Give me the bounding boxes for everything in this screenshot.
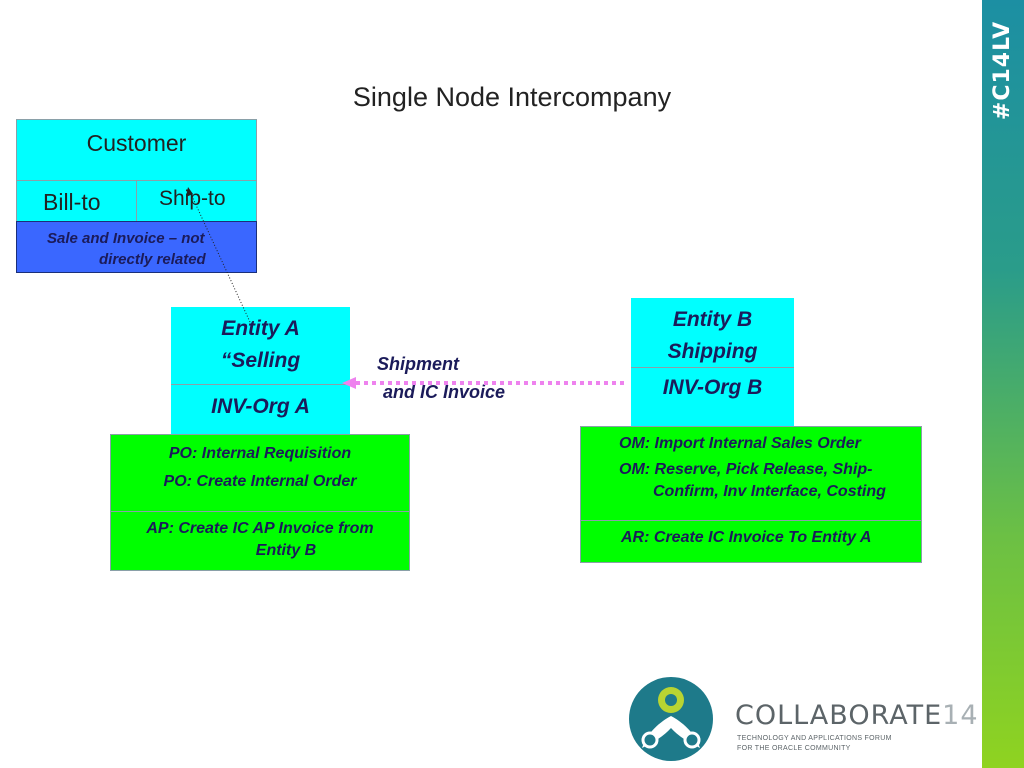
entity-b-om-line3: Confirm, Inv Interface, Costing — [653, 483, 886, 500]
arrow-label-line1: Shipment — [377, 354, 460, 374]
entity-b-om-line2: OM: Reserve, Pick Release, Ship- — [619, 461, 873, 478]
ship-to-label: Ship-to — [159, 187, 226, 210]
entity-b-box: Entity B Shipping — [631, 298, 794, 367]
entity-b-org: INV-Org B — [662, 376, 763, 399]
customer-box: Customer — [16, 119, 257, 181]
entity-a-org-box: INV-Org A — [171, 384, 350, 434]
slide-title: Single Node Intercompany — [352, 82, 672, 112]
logo-year: 14 — [942, 700, 979, 731]
customer-note-box: Sale and Invoice – not directly related — [16, 221, 257, 273]
logo-tagline-line1: TECHNOLOGY AND APPLICATIONS FORUM — [737, 735, 892, 742]
entity-b-name: Entity B — [672, 308, 753, 331]
entity-b-om-box: OM: Import Internal Sales Order OM: Rese… — [580, 426, 922, 521]
entity-a-po-line2: PO: Create Internal Order — [163, 473, 357, 490]
logo-tagline-line2: FOR THE ORACLE COMMUNITY — [737, 745, 851, 752]
entity-b-ar-box: AR: Create IC Invoice To Entity A — [580, 520, 922, 563]
arrow-label-line2: and IC Invoice — [383, 382, 506, 402]
entity-a-ap-line2: Entity B — [255, 542, 317, 559]
entity-a-po-box: PO: Internal Requisition PO: Create Inte… — [110, 434, 410, 512]
logo-wordmark: COLLABORATE14 — [735, 700, 979, 731]
logo-name: COLLABORATE — [735, 700, 943, 731]
hashtag-tag: #C14LV — [982, 0, 1024, 140]
entity-a-role: “Selling — [220, 349, 301, 372]
entity-a-box: Entity A “Selling — [171, 307, 350, 384]
hashtag-text: #C14LV — [990, 20, 1016, 120]
entity-b-role: Shipping — [667, 340, 758, 363]
ship-to-arrow-head — [186, 187, 193, 197]
entity-a-org: INV-Org A — [211, 395, 310, 418]
entity-b-org-box: INV-Org B — [631, 367, 794, 426]
bill-to-label: Bill-to — [43, 189, 101, 215]
entity-a-name: Entity A — [221, 317, 300, 340]
ship-to-dotted-line — [189, 191, 251, 323]
shipment-arrow-head — [342, 377, 356, 389]
entity-a-ap-box: AP: Create IC AP Invoice from Entity B — [110, 511, 410, 571]
side-bar: #C14LV — [982, 0, 1024, 768]
entity-b-om-line1: OM: Import Internal Sales Order — [619, 435, 861, 452]
customer-header: Customer — [86, 130, 187, 156]
entity-a-ap-line1: AP: Create IC AP Invoice from — [146, 520, 374, 537]
customer-note-line1: Sale and Invoice – not — [47, 230, 205, 247]
entity-b-ar-line1: AR: Create IC Invoice To Entity A — [621, 529, 872, 546]
customer-note-line2: directly related — [99, 251, 206, 268]
entity-a-po-line1: PO: Internal Requisition — [168, 445, 352, 462]
collaborate-logo-icon — [629, 677, 713, 761]
